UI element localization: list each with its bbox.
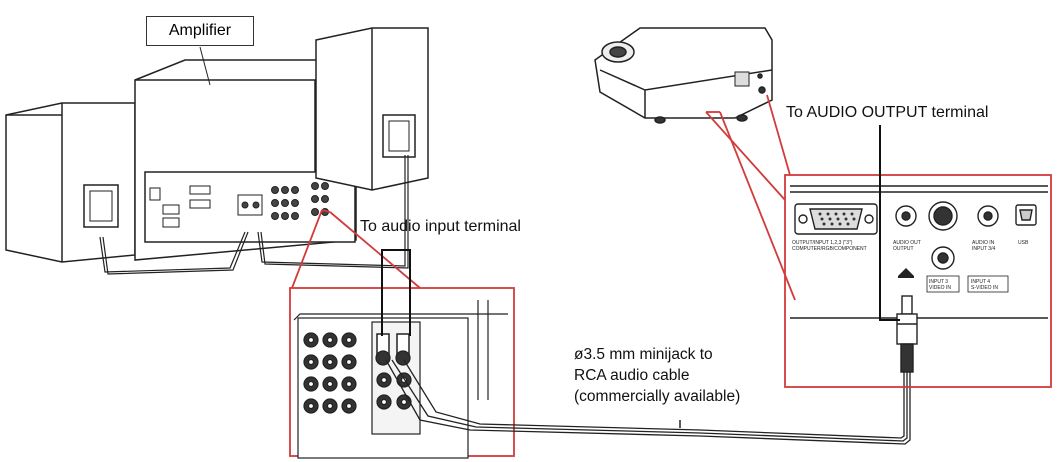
- audio-cable: [385, 359, 911, 445]
- amplifier-label-box: Amplifier: [146, 16, 254, 46]
- cable-label-line1: ø3.5 mm minijack to: [574, 346, 713, 363]
- cable-label-line3: (commercially available): [574, 388, 741, 405]
- minijack-plug: [896, 295, 918, 373]
- amp-zoom-panel: [293, 300, 508, 459]
- projector: [594, 27, 773, 124]
- projector-panel: [790, 185, 1048, 319]
- projector-callout: [705, 94, 1052, 388]
- amplifier-label: Amplifier: [168, 22, 232, 39]
- panel-label-usb: USB: [1018, 240, 1029, 246]
- panel-label-audio-output: AUDIO OUT OUTPUT: [893, 240, 921, 252]
- audio-output-label: To AUDIO OUTPUT terminal: [786, 104, 989, 121]
- panel-label-input4: INPUT 4 S-VIDEO IN: [971, 279, 998, 291]
- audio-input-bracket: [381, 249, 411, 336]
- amplifier-unit: [134, 46, 357, 261]
- audio-input-label: To audio input terminal: [360, 218, 521, 235]
- left-speaker: [5, 102, 136, 263]
- speaker-wires: [99, 155, 409, 275]
- panel-label-output-input: OUTPUT/INPUT 1,2,3 ("3") COMPUTER/RGB/CO…: [792, 240, 867, 252]
- panel-label-audio-in: AUDIO IN INPUT 3/4: [972, 240, 996, 252]
- audio-output-pointer: [879, 125, 900, 321]
- cable-label-line2: RCA audio cable: [574, 367, 690, 384]
- right-speaker: [315, 27, 429, 191]
- panel-label-input3: INPUT 3 VIDEO IN: [929, 279, 951, 291]
